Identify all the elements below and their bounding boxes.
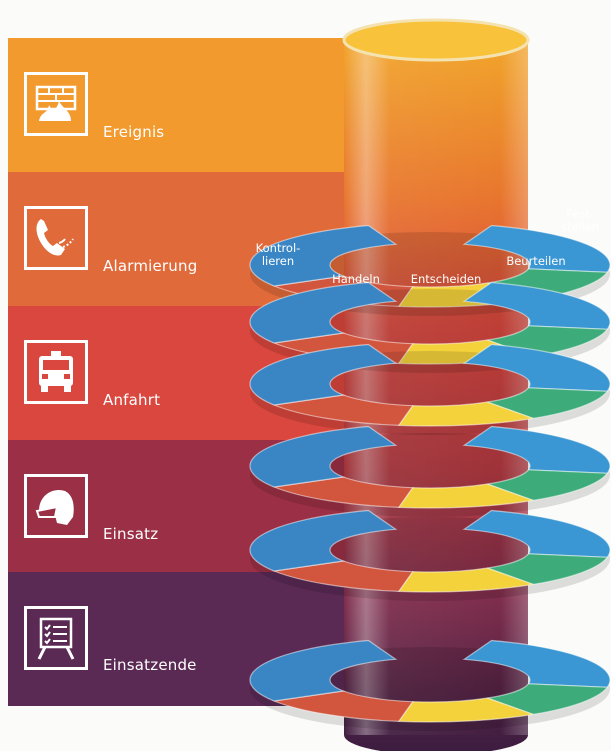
cycle-step-label: Entscheiden	[411, 272, 482, 286]
phase-label-ereignis: Ereignis	[103, 123, 165, 141]
cycle-segment	[462, 425, 611, 474]
board-checklist-icon	[24, 606, 88, 670]
cycle-segment	[249, 509, 398, 572]
cycle-segment	[249, 639, 398, 702]
cycle-segment	[249, 281, 398, 344]
telephone-alarm-icon	[24, 206, 88, 270]
cycle-segment	[462, 343, 611, 392]
fire-building-icon	[24, 72, 88, 136]
cycle-segment	[249, 343, 398, 406]
phase-band-ereignis	[8, 38, 380, 174]
cycle-step-label: Handeln	[332, 272, 380, 286]
fire-truck-icon	[24, 340, 88, 404]
cycle-segment	[249, 425, 398, 488]
cycle-segment	[462, 281, 611, 330]
cycle-step-label: Beurteilen	[506, 254, 565, 268]
firefighter-helmet-icon	[24, 474, 88, 538]
cycle-segment	[462, 639, 611, 688]
cycle-ring	[249, 425, 611, 517]
phase-label-alarmierung: Alarmierung	[103, 257, 198, 275]
cycle-segment	[462, 224, 611, 273]
cycle-ring	[249, 639, 611, 731]
phase-label-einsatzende: Einsatzende	[103, 656, 197, 674]
cycle-step-label: Fest-stellen	[561, 207, 599, 234]
phase-label-anfahrt: Anfahrt	[103, 391, 161, 409]
cycle-step-label: Kontrol-lieren	[256, 241, 301, 268]
cycle-ring	[249, 509, 611, 601]
phase-label-einsatz: Einsatz	[103, 525, 159, 543]
cycle-ring	[249, 343, 611, 435]
cycle-segment	[462, 509, 611, 558]
cycle-segment	[249, 224, 398, 287]
cylinder-glass	[344, 40, 528, 735]
cylinder-top	[342, 18, 530, 62]
